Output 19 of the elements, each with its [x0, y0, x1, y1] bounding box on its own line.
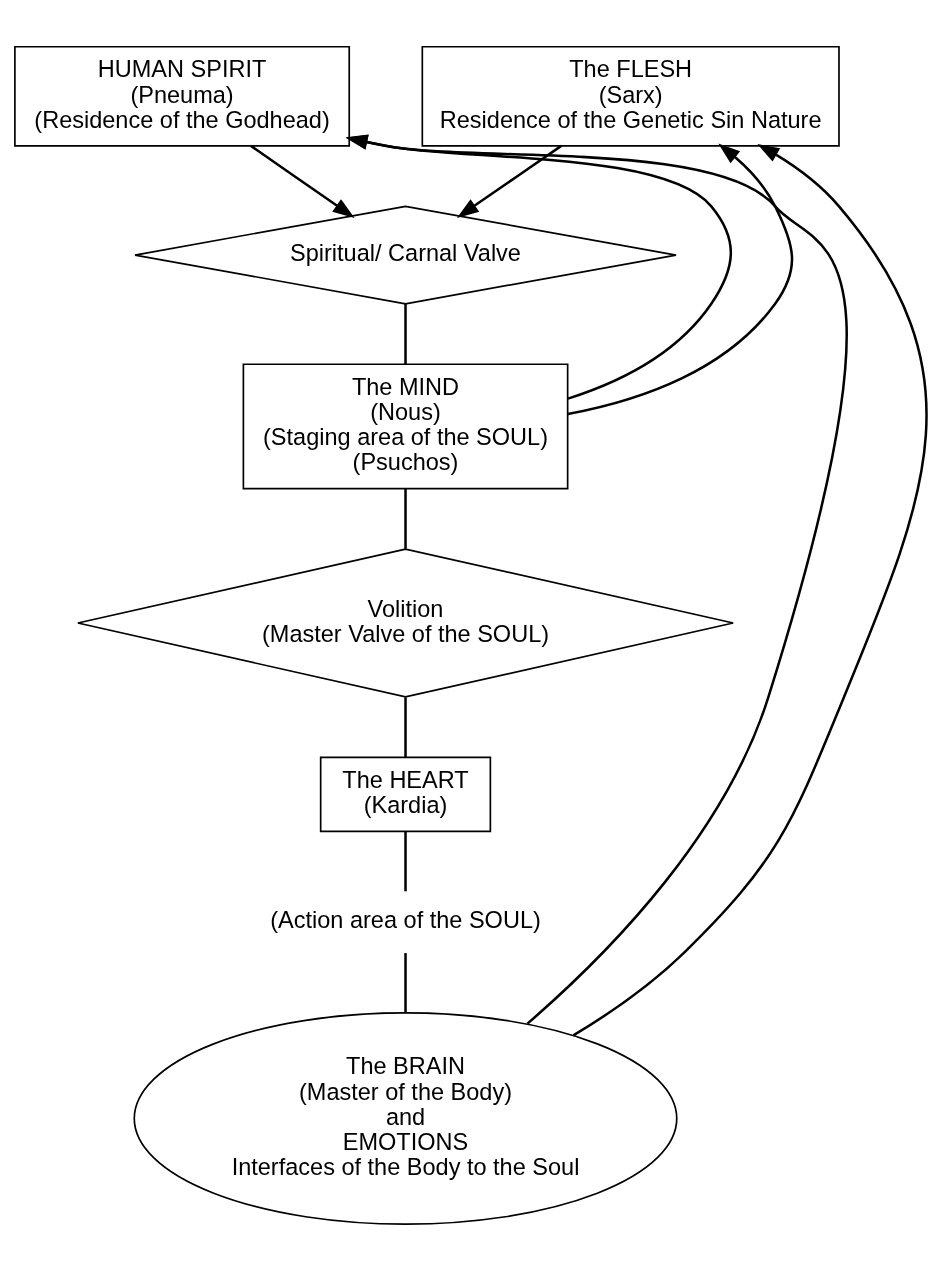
node-ellipse: The BRAIN (Master of the Body) and EMOTIONS Interfaces of the Body to the Soul — [133, 1012, 678, 1225]
arrow — [456, 144, 562, 218]
node-box: The MIND (Nous) (Staging area of the SOUL) (Psuchos) — [242, 363, 569, 490]
node-diamond: Spiritual/ Carnal Valve — [134, 205, 677, 305]
node-box: The HEART (Kardia) — [319, 756, 492, 833]
arrow — [572, 144, 928, 1037]
connector — [404, 488, 407, 549]
node-box: The FLESH (Sarx) Residence of the Genetic Sin Nature — [421, 45, 840, 147]
connector — [404, 831, 407, 892]
arrow — [345, 134, 732, 400]
arrow — [567, 143, 794, 416]
arrow — [250, 144, 355, 218]
node-diamond: Volition (Master Valve of the SOUL) — [77, 548, 734, 698]
arrow — [345, 134, 848, 1025]
node-box: HUMAN SPIRIT (Pneuma) (Residence of the Godhead) — [14, 45, 351, 147]
connector — [404, 697, 407, 758]
node-text: (Action area of the SOUL) — [270, 907, 541, 934]
connector — [404, 304, 407, 365]
connector — [404, 953, 407, 1013]
